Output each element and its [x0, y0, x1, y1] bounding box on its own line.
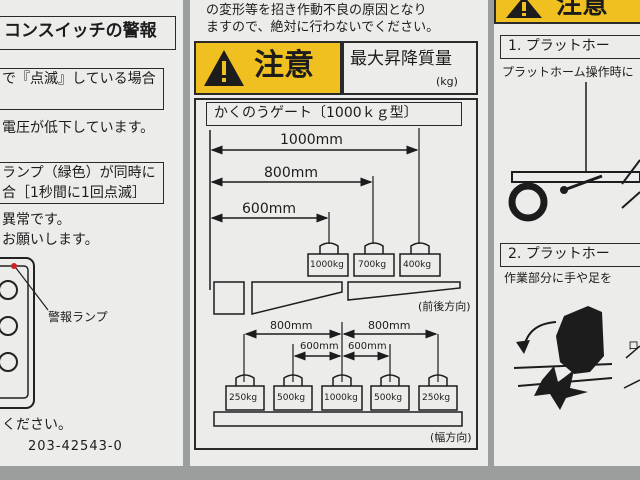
center-label-panel: の変形等を招き作動不良の原因となり ますので、絶対に行わないでください。 注意 …: [190, 0, 488, 466]
weight-w-500-left: [273, 374, 313, 411]
weight-fb-1000: [307, 242, 349, 277]
label-dim-600: 600mm: [242, 201, 296, 217]
section-2-title: 2. プラットホー: [508, 246, 610, 262]
gate-title-box: [206, 102, 462, 126]
caution-banner: [194, 41, 342, 95]
weight-w-1000: [321, 374, 363, 411]
max-load-title: 最大昇降質量: [350, 49, 452, 69]
right-caution-word: 注意: [556, 0, 609, 20]
diagram-frame: [194, 98, 478, 450]
left-line-1: で『点滅』している場合: [2, 71, 156, 87]
part-number: 203-42543-0: [28, 439, 123, 454]
label-dim-600-left: 600mm: [300, 341, 339, 352]
weight-w-250-left: [225, 374, 265, 411]
weight-fb-400: [399, 242, 441, 277]
top-text-line-1: の変形等を招き作動不良の原因となり: [206, 3, 427, 18]
max-load-box: [342, 41, 478, 95]
label-weight-w-1000: 1000kg: [324, 393, 358, 403]
hand-pinch-warning-drawing: [513, 306, 640, 410]
label-weight-w-250-right: 250kg: [422, 393, 451, 403]
platform-mechanism-drawing: [508, 82, 640, 222]
left-line-5: 異常です。: [2, 212, 71, 228]
wheel: [508, 182, 548, 222]
weight-w-250-right: [418, 374, 458, 411]
curved-arrow-icon: [523, 321, 557, 349]
left-blink-box: [0, 68, 164, 110]
left-line-3: ランプ（緑色）が同時に: [2, 165, 156, 181]
gate-platform-section-2: [347, 281, 461, 301]
control-unit-drawing: [0, 257, 49, 409]
left-lamp-box: [0, 162, 164, 204]
left-label-panel: コンスイッチの警報 で『点滅』している場合 電圧が低下しています。 ランプ（緑色…: [0, 0, 183, 466]
label-weight-w-500-left: 500kg: [277, 393, 306, 403]
gate-post: [213, 281, 245, 315]
left-header-box: [0, 16, 176, 50]
caution-word: 注意: [254, 48, 314, 83]
warning-lamp-label: 警報ランプ: [48, 310, 108, 324]
left-header-text: コンスイッチの警報: [4, 21, 157, 41]
label-weight-w-500-right: 500kg: [374, 393, 403, 403]
section-2-title-box: [500, 243, 640, 267]
hand-icon: [556, 306, 604, 374]
label-dim-800-left: 800mm: [270, 319, 313, 332]
left-line-7: ください。: [2, 417, 72, 433]
weight-fb-700: [353, 242, 395, 277]
gate-platform-section-1: [251, 281, 343, 315]
right-label-panel: 注意 1. プラットホー プラットホーム操作時に 2. プラットホー 作業部分に…: [494, 0, 640, 466]
label-weight-fb-400: 400kg: [403, 260, 432, 270]
section-1-title-box: [500, 35, 640, 59]
unit-button-1: [0, 280, 18, 300]
warning-lamp-dot: [11, 263, 17, 269]
weight-w-500-right: [370, 374, 410, 411]
right-warning-triangle-icon: [506, 0, 542, 18]
label-dim-1000: 1000mm: [280, 132, 343, 148]
load-diagram: [209, 128, 463, 427]
label-front-back-direction: (前後方向): [418, 300, 471, 313]
label-width-direction: (幅方向): [430, 431, 472, 444]
label-weight-w-250-left: 250kg: [229, 393, 258, 403]
label-weight-fb-700: 700kg: [358, 260, 387, 270]
max-load-unit: (kg): [436, 75, 458, 88]
right-side-mark: ロ: [628, 339, 639, 352]
impact-burst-icon: [534, 366, 588, 410]
label-dim-800: 800mm: [264, 165, 318, 181]
warning-triangle-icon: [204, 50, 244, 86]
section-1-title: 1. プラットホー: [508, 38, 610, 54]
label-dim-600-right: 600mm: [348, 341, 387, 352]
label-weight-fb-1000: 1000kg: [310, 260, 344, 270]
unit-button-2: [0, 316, 18, 336]
top-text-line-2: ますので、絶対に行わないでください。: [206, 20, 440, 35]
gate-title: かくのうゲート〔1000ｋｇ型〕: [214, 105, 418, 121]
unit-button-3: [0, 352, 18, 372]
section-1-text: プラットホーム操作時に: [502, 65, 634, 79]
left-line-2: 電圧が低下しています。: [2, 120, 155, 136]
label-dim-800-right: 800mm: [368, 319, 411, 332]
left-line-4: 合［1秒間に1回点滅］: [2, 185, 146, 201]
width-platform: [213, 411, 463, 427]
left-line-6: お願いします。: [2, 232, 99, 248]
section-2-text: 作業部分に手や足を: [504, 271, 613, 285]
